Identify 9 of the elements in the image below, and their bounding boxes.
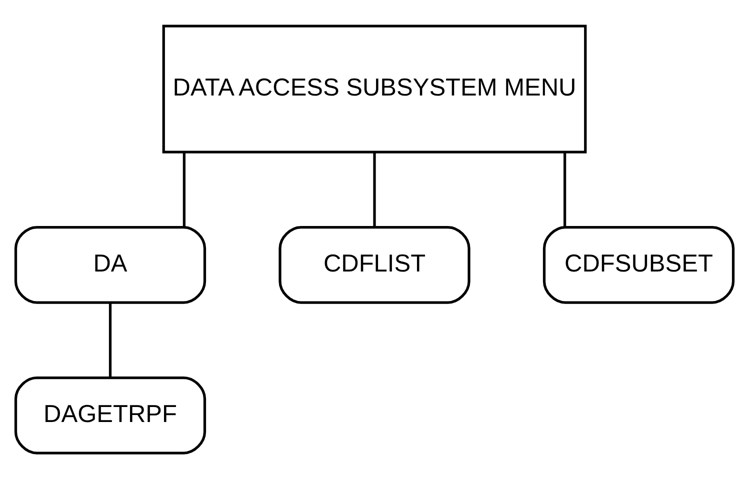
connector bbox=[182, 152, 186, 227]
connector bbox=[373, 152, 376, 227]
node-box: DAGETRPF bbox=[14, 376, 206, 454]
connector bbox=[108, 302, 112, 377]
node-box: DA bbox=[14, 225, 206, 304]
connector bbox=[564, 152, 566, 227]
node-box: CDFLIST bbox=[278, 225, 470, 304]
node-box: DATA ACCESS SUBSYSTEM MENU bbox=[162, 24, 587, 153]
node-box: CDFSUBSET bbox=[542, 225, 735, 304]
